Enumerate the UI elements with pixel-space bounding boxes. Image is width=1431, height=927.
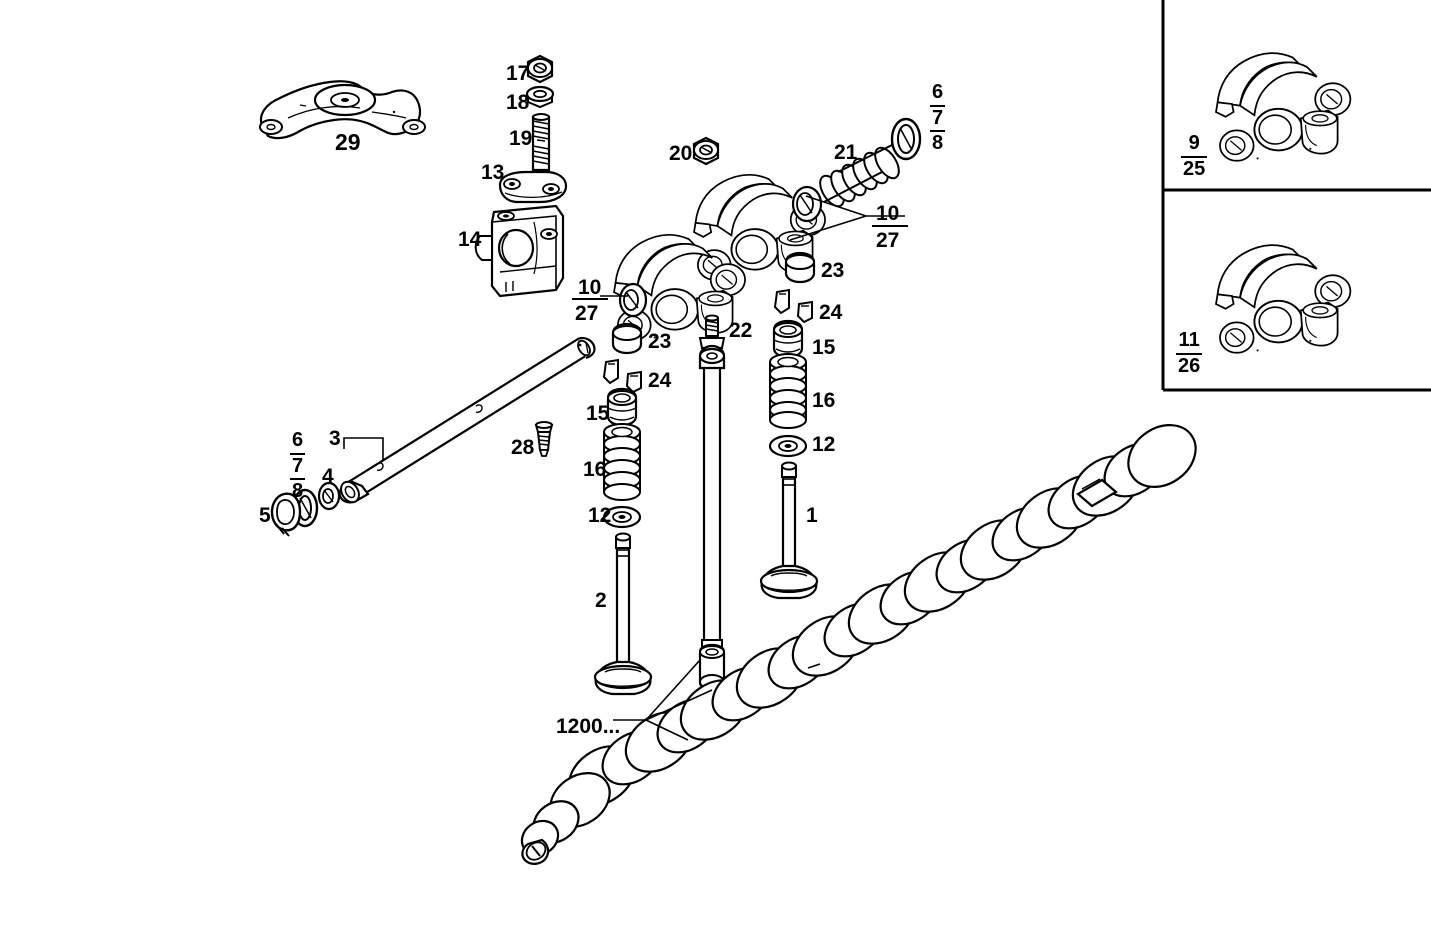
fraction-line-6: 6: [292, 429, 304, 451]
part-678-thrust-washer-top: [890, 117, 922, 161]
callout-3: 3: [329, 427, 341, 450]
fraction-rule-2: [930, 130, 946, 133]
part-28-oil-plug: [534, 421, 554, 457]
leader-1200: [613, 659, 713, 741]
part-22-pushrod: [698, 344, 726, 692]
callout-5: 5: [259, 504, 271, 527]
callout-1: 1: [806, 504, 818, 527]
callout-24-left: 24: [648, 369, 672, 392]
part-19-stud-bolt: [531, 113, 551, 172]
callout-16-left: 16: [583, 458, 607, 481]
part-5-retaining-ring: [270, 492, 302, 537]
part-16-valve-spring-left: [603, 423, 641, 501]
part-2-intake-valve: [593, 532, 653, 696]
fraction-line-7: 7: [932, 106, 944, 129]
group-reference-label: 1200...: [556, 715, 621, 738]
panel-top-rocker-arm: [1215, 52, 1352, 162]
callout-fraction-678-left: 6 7 8: [290, 429, 306, 503]
callout-2: 2: [595, 589, 607, 612]
part-24-collet-left-b: [625, 370, 642, 394]
part-22-adjusting-screw: [698, 314, 726, 349]
part-3-rocker-shaft: [338, 336, 596, 504]
panel-bottom-fraction: 11 26: [1176, 329, 1203, 377]
part-24-collet-right-a: [773, 288, 790, 315]
callout-16-right: 16: [812, 389, 836, 412]
callout-23-left: 23: [648, 330, 672, 353]
part-4-shaft-bushing: [317, 481, 341, 511]
part-10-27-bushing-lower: [618, 282, 648, 318]
part-29-rocker-bridge: [259, 80, 426, 140]
fraction-rule-1: [290, 452, 306, 455]
callout-23-right: 23: [821, 259, 845, 282]
callout-15-left: 15: [586, 402, 610, 425]
fraction-rule-1: [930, 104, 946, 107]
part-12-spring-seat-left: [602, 505, 642, 529]
part-20-hex-nut: [692, 136, 720, 166]
part-15-stem-seal-left: [606, 387, 638, 427]
part-10-27-bushing-upper: [791, 185, 823, 223]
callout-18: 18: [506, 91, 530, 114]
leader-10-27-upper: [789, 195, 905, 241]
panel-divider-lines: [1161, 0, 1431, 392]
callout-10-upper: 10: [876, 202, 900, 225]
panel-bottom-numerator: 11: [1178, 329, 1200, 351]
callout-15-right: 15: [812, 336, 836, 359]
callout-12-left: 12: [588, 504, 612, 527]
callout-24-right: 24: [819, 301, 843, 324]
callout-10-27-upper-rule: [872, 225, 908, 227]
panel-bottom-denominator: 26: [1178, 354, 1201, 377]
callout-fraction-678-top: 6 7 8: [930, 81, 946, 155]
fraction-line-8: 8: [932, 132, 944, 155]
panel-top-fraction: 9 25: [1181, 132, 1208, 180]
fraction-line-7: 7: [292, 454, 304, 477]
callout-27-upper: 27: [876, 229, 900, 252]
fraction-rule-2: [290, 478, 306, 481]
part-24-collet-right-b: [796, 300, 813, 324]
part-21-coil-spring: [819, 142, 900, 208]
part-13-bracket-cap: [498, 170, 568, 204]
callout-27-lower: 27: [575, 302, 599, 325]
part-23-cap-right: [784, 251, 816, 284]
part-24-collet-left-a: [602, 358, 619, 385]
fraction-line-8: 8: [292, 480, 304, 503]
callout-14: 14: [458, 228, 482, 251]
part-17-hex-nut: [526, 54, 554, 84]
callout-17: 17: [506, 62, 530, 85]
callout-13: 13: [481, 161, 505, 184]
callout-12-right: 12: [812, 433, 836, 456]
panel-bottom-rule: [1176, 352, 1203, 355]
panel-top-denominator: 25: [1183, 157, 1206, 180]
callout-28: 28: [511, 436, 535, 459]
part-12-spring-seat-right: [768, 434, 808, 458]
panel-bottom-rocker-arm: [1215, 244, 1352, 354]
callout-4: 4: [322, 465, 334, 488]
part-16-valve-spring-right: [769, 353, 807, 429]
callout-10-lower: 10: [578, 276, 602, 299]
fraction-line-6: 6: [932, 81, 944, 103]
callout-19: 19: [509, 127, 533, 150]
part-1200-camshaft: [520, 424, 1197, 865]
part-23-cap-left: [611, 322, 643, 355]
part-1-exhaust-valve: [759, 461, 819, 600]
part-14-rocker-bracket: [474, 204, 565, 298]
panel-top-rule: [1181, 155, 1208, 158]
callout-22: 22: [729, 319, 753, 342]
panel-top-numerator: 9: [1188, 132, 1200, 154]
callout-21: 21: [834, 141, 858, 164]
callout-10-27-lower-rule: [572, 298, 608, 300]
part-15-stem-seal-right: [772, 319, 804, 359]
part-18-washer: [525, 85, 555, 109]
callout-20: 20: [669, 142, 693, 165]
callout-29: 29: [335, 129, 361, 155]
